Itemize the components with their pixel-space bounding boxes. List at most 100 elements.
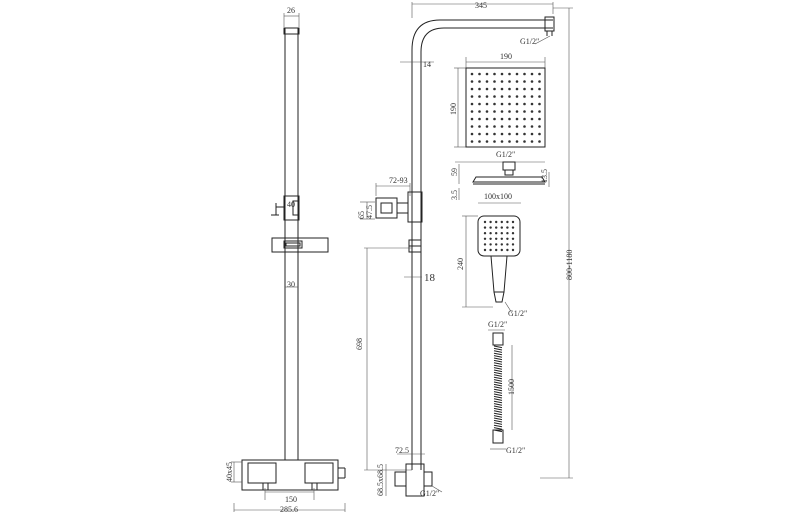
head-nozzle (478, 72, 481, 76)
head-nozzle (478, 117, 481, 121)
diverter-offset-label: 72-93 (389, 176, 408, 185)
head-nozzle (508, 72, 511, 76)
head-nozzle (538, 87, 541, 91)
hose-coil-segment (493, 369, 503, 373)
handset-nozzle (506, 220, 509, 224)
head-nozzle (523, 72, 526, 76)
front-rail-label: 18 (424, 272, 436, 284)
head-nozzle (538, 72, 541, 76)
handset-nozzle (511, 243, 515, 246)
hose-coil-segment (493, 371, 503, 375)
head-nozzle (478, 125, 481, 128)
hose-coil-segment (493, 345, 503, 349)
arm-length-label: 345 (475, 1, 487, 10)
head-nozzle (470, 140, 474, 143)
head-face (465, 67, 546, 148)
head-nozzle (500, 87, 504, 91)
handset-nozzle (483, 243, 487, 246)
head-nozzle (530, 80, 534, 83)
head-height-label: 190 (449, 103, 458, 115)
hose-coil-segment (493, 357, 503, 361)
hose-coil-segment (493, 367, 503, 370)
head-nozzle (470, 110, 474, 113)
handset-nozzle (483, 237, 487, 240)
riser-label: 14 (423, 60, 431, 69)
arm-thread-label: G1/2" (520, 37, 539, 46)
head-nozzle (485, 117, 489, 121)
handset-nozzle (495, 226, 498, 229)
head-thread-label: G1/2" (496, 150, 515, 159)
head-nozzle (470, 132, 474, 136)
handset-nozzle (500, 226, 503, 229)
side-rail-width-label: 26 (287, 6, 295, 15)
head-nozzle (485, 72, 489, 76)
head-nozzle (485, 125, 489, 128)
handset-detail: 100x100 240 G1/2" (456, 192, 527, 318)
arm-end (544, 16, 555, 32)
head-nozzle (508, 140, 511, 143)
hose-coil-segment (493, 407, 503, 411)
head-nozzle (515, 102, 519, 106)
head-nozzle (500, 132, 504, 136)
handset-nozzle (489, 248, 492, 252)
handset-nozzle (500, 248, 503, 252)
head-nozzle (530, 102, 534, 106)
head-nozzle (515, 117, 519, 121)
diverter-knob (375, 197, 398, 219)
head-nozzle (485, 87, 489, 91)
handset-nozzle (506, 237, 509, 240)
hose-coil-segment (493, 419, 503, 423)
handset-nozzle (500, 243, 503, 246)
handset-face-label: 100x100 (484, 192, 512, 201)
head-nozzle (485, 80, 489, 83)
handset-nozzle (495, 220, 498, 224)
handset-nozzle (489, 237, 492, 240)
head-nozzle (523, 117, 526, 121)
head-nozzle (493, 87, 496, 91)
handset-handle (490, 255, 508, 293)
hose-bottom-thread-label: G1/2" (506, 446, 525, 455)
shower-head-detail: 190 190 G1/2" 59 3.5 13.5 (449, 52, 550, 200)
side-bracket-label: 40 (287, 200, 295, 209)
head-nozzle (538, 132, 541, 136)
hose-coil-segment (493, 398, 503, 401)
head-nozzle (515, 125, 519, 128)
handset-nozzle (489, 220, 492, 224)
head-nozzle (470, 87, 474, 91)
head-nozzle (470, 72, 474, 76)
hose-length-label: 1500 (507, 379, 516, 395)
head-nozzle (470, 80, 474, 83)
handset-thread-label: G1/2" (508, 309, 527, 318)
head-nozzle (523, 80, 526, 83)
head-nozzle (485, 95, 489, 98)
side-slider (271, 237, 329, 253)
handset-nozzle (495, 248, 498, 252)
handset-nozzle (489, 226, 492, 229)
head-nozzle (485, 140, 489, 143)
side-valve-height-label: 40x45 (225, 462, 234, 482)
head-nozzle (523, 132, 526, 136)
handset-nozzle (489, 232, 492, 235)
handset-nozzle (500, 237, 503, 240)
hose-coil-segment (493, 347, 503, 351)
hose-coil-segment (493, 352, 503, 356)
handset-nozzle (483, 248, 487, 252)
head-nozzle (530, 140, 534, 143)
head-nozzle (508, 117, 511, 121)
front-view: 345 G1/2" 14 72-93 65 47.5 18 (355, 1, 574, 498)
handset-nozzle (511, 237, 515, 240)
head-nozzle (470, 95, 474, 98)
handset-nozzle (500, 232, 503, 235)
head-nozzle (493, 95, 496, 98)
handset-nozzle (511, 220, 515, 224)
side-rail-label: 30 (287, 280, 295, 289)
head-nozzle (478, 132, 481, 136)
hose-coil-segment (493, 395, 503, 399)
head-nozzle (485, 110, 489, 113)
head-nozzle (538, 125, 541, 128)
head-nozzle (478, 102, 481, 106)
head-nozzle (478, 140, 481, 143)
head-profile (472, 176, 546, 183)
head-nozzle (530, 72, 534, 76)
